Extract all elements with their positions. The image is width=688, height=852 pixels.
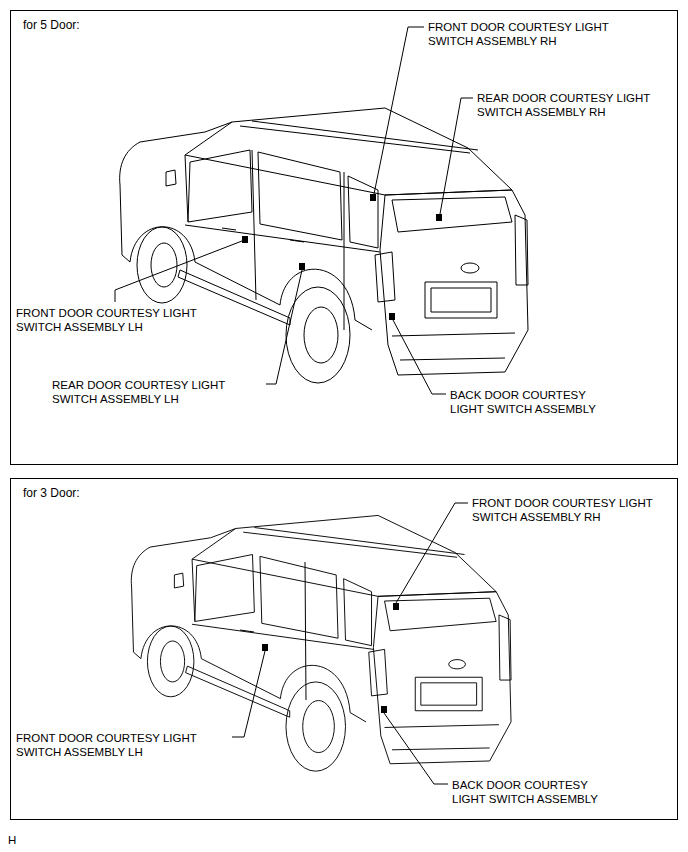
part-label: REAR DOOR COURTESY LIGHT SWITCH ASSEMBLY… bbox=[477, 91, 653, 119]
part-label: FRONT DOOR COURTESY LIGHT SWITCH ASSEMBL… bbox=[428, 20, 611, 48]
switch-marker bbox=[262, 603, 399, 713]
figure-code: H bbox=[8, 833, 16, 847]
panel-heading: for 5 Door: bbox=[11, 11, 80, 32]
leader-line bbox=[115, 27, 473, 394]
part-label: BACK DOOR COURTESY LIGHT SWITCH ASSEMBLY bbox=[452, 778, 600, 806]
panel-heading: for 3 Door: bbox=[11, 479, 80, 500]
part-label: FRONT DOOR COURTESY LIGHT SWITCH ASSEMBL… bbox=[16, 731, 199, 759]
part-label: BACK DOOR COURTESY LIGHT SWITCH ASSEMBLY bbox=[450, 388, 598, 416]
vehicle-5-door bbox=[115, 27, 528, 394]
part-label: FRONT DOOR COURTESY LIGHT SWITCH ASSEMBL… bbox=[16, 306, 199, 334]
part-label: FRONT DOOR COURTESY LIGHT SWITCH ASSEMBL… bbox=[472, 496, 655, 524]
view-panel: for 3 Door: bbox=[10, 478, 678, 820]
part-label: REAR DOOR COURTESY LIGHT SWITCH ASSEMBLY… bbox=[52, 378, 228, 406]
leader-line bbox=[232, 503, 468, 784]
switch-marker bbox=[242, 194, 442, 320]
